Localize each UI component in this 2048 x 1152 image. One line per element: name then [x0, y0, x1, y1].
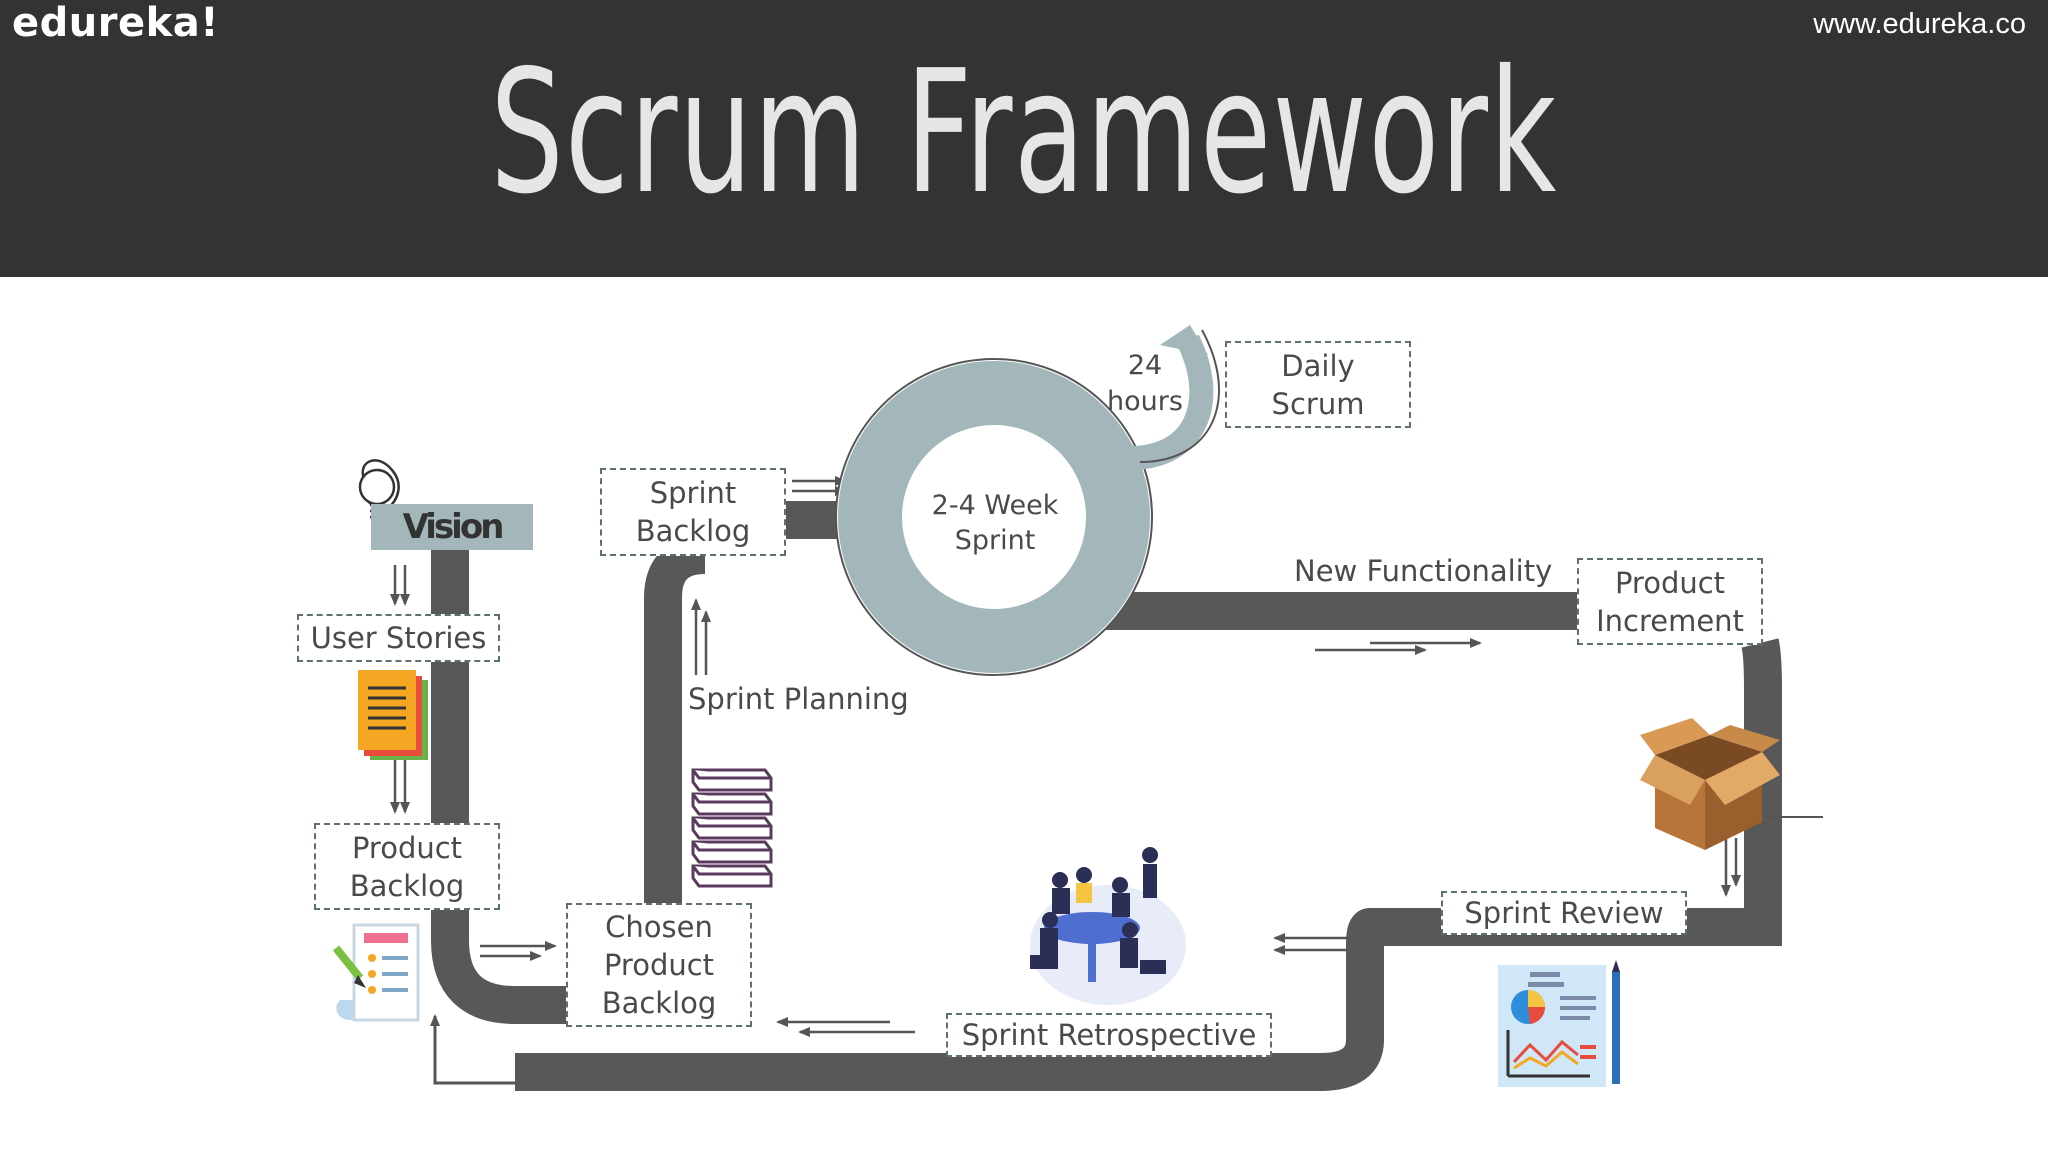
documents-icon	[358, 670, 428, 760]
vision-label: Vision	[402, 507, 505, 547]
sprint-cycle	[835, 325, 1220, 676]
flow-arrows	[390, 476, 1741, 1037]
sprint-cycle-label: 2-4 Week Sprint	[931, 490, 1059, 556]
track-vision-to-chosen	[431, 550, 570, 1024]
product-backlog-box: Product Backlog	[314, 823, 500, 910]
logo: edureka!	[12, 0, 219, 46]
daily-scrum-box: Daily Scrum	[1225, 341, 1411, 428]
return-arrow	[430, 1014, 515, 1085]
user-stories-box: User Stories	[297, 614, 500, 662]
track-paths	[431, 501, 1782, 1091]
daily-loop-arrow	[1121, 334, 1214, 471]
checklist-icon	[332, 923, 420, 1022]
product-increment-box: Product Increment	[1577, 558, 1763, 645]
cardboard-box-icon	[1640, 718, 1780, 850]
sprint-backlog-box: Sprint Backlog	[600, 468, 786, 556]
sprint-retrospective-box: Sprint Retrospective	[946, 1013, 1272, 1057]
vision-banner	[371, 504, 533, 550]
page-title: Scrum Framework	[490, 34, 1558, 232]
scrum-diagram	[332, 325, 1823, 1091]
track-review-to-retro	[515, 908, 1385, 1091]
header-bar: edureka! www.edureka.co Scrum Framework	[0, 0, 2048, 277]
website-url: www.edureka.co	[1813, 8, 2026, 40]
new-functionality-label: New Functionality	[1294, 554, 1553, 588]
stacked-items-icon	[691, 768, 773, 888]
team-meeting-icon	[1030, 847, 1186, 1005]
sprint-review-box: Sprint Review	[1441, 891, 1687, 935]
hours-label: 24 hours	[1107, 350, 1183, 417]
chosen-product-backlog-box: Chosen Product Backlog	[566, 903, 752, 1027]
sprint-planning-label: Sprint Planning	[688, 682, 909, 716]
track-increment-down	[1370, 638, 1782, 946]
report-chart-icon	[1498, 960, 1620, 1087]
